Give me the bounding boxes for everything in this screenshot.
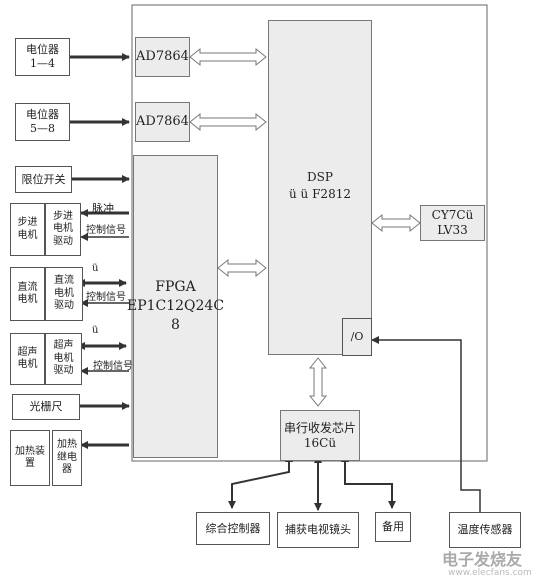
dsp-block: DSP ü ü F2812 bbox=[268, 20, 372, 355]
fpga-dsp-bus bbox=[217, 258, 267, 278]
board-outline bbox=[131, 4, 488, 462]
dsp-cy7c-bus bbox=[371, 213, 421, 233]
adc-1-block: AD7864 bbox=[135, 37, 190, 77]
camera-block: 捕获电视镜头 bbox=[277, 512, 359, 548]
pulse-label: 脉冲 bbox=[92, 202, 114, 215]
limit-switch-block: 限位开关 bbox=[15, 166, 72, 193]
grating-ruler-block: 光栅尺 bbox=[12, 394, 80, 420]
ultrasonic-signal-label: ü bbox=[92, 325, 99, 336]
watermark-logo: 电子发烧友 bbox=[442, 550, 523, 569]
cy7c-block: CY7Cü LV33 bbox=[420, 205, 485, 241]
serial-transceiver-block: 串行收发芯片 16Cü bbox=[280, 410, 360, 461]
ultrasonic-driver-block: 超声 电机 驱动 bbox=[45, 333, 82, 385]
adc-2-block: AD7864 bbox=[135, 102, 190, 142]
hollow-bus-arrows bbox=[189, 47, 421, 407]
ultrasonic-motor-block: 超声 电机 bbox=[10, 333, 45, 385]
potentiometer-1-4-block: 电位器 1—4 bbox=[15, 38, 70, 76]
fpga-block: FPGA EP1C12Q24C 8 bbox=[127, 155, 224, 458]
spare-link bbox=[341, 454, 396, 509]
stepper-driver-block: 步进 电机 驱动 bbox=[45, 203, 81, 256]
controller-block: 综合控制器 bbox=[196, 512, 270, 545]
ultrasonic-control-label: 控制信号 bbox=[93, 361, 133, 372]
ad2-dsp-bus bbox=[189, 112, 267, 132]
heating-relay-block: 加热 继电 器 bbox=[52, 430, 82, 486]
stepper-motor-block: 步进 电机 bbox=[10, 203, 45, 256]
heating-device-block: 加热装 置 bbox=[10, 430, 50, 486]
temperature-sensor-block: 温度传感器 bbox=[449, 512, 521, 548]
io-port-block: /O bbox=[342, 318, 372, 356]
temp-sensor-link bbox=[371, 336, 481, 512]
stepper-control-label: 控制信号 bbox=[86, 225, 126, 236]
dsp-serial-bus bbox=[308, 357, 328, 407]
dc-driver-block: 直流 电机 驱动 bbox=[45, 267, 83, 321]
dc-control-label: 控制信号 bbox=[86, 292, 126, 303]
ad1-dsp-bus bbox=[189, 47, 267, 67]
dc-signal-label: ü bbox=[92, 263, 99, 274]
dc-motor-block: 直流 电机 bbox=[10, 267, 45, 321]
controller-link bbox=[228, 454, 293, 509]
spare-block: 备用 bbox=[375, 512, 411, 542]
potentiometer-5-8-block: 电位器 5—8 bbox=[15, 103, 70, 141]
watermark-url: www.elecfans.com bbox=[448, 568, 532, 578]
